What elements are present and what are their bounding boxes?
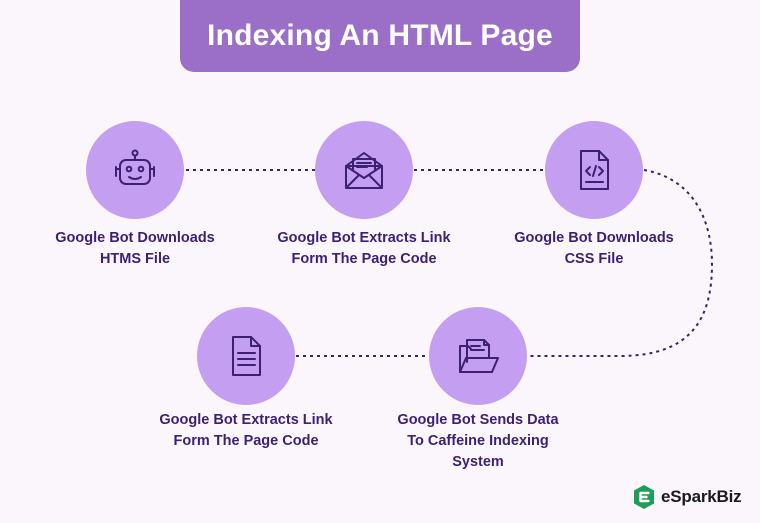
- code-file-icon: [580, 150, 609, 190]
- esparkbiz-logo-icon: [634, 485, 654, 509]
- document-icon: [232, 336, 261, 376]
- folder-icon: [459, 339, 499, 373]
- title-banner: Indexing An HTML Page: [180, 0, 580, 72]
- step-5-circle: [429, 307, 527, 405]
- step-1-label: Google Bot Downloads HTMS File: [25, 228, 245, 270]
- step-3-label: Google Bot Downloads CSS File: [484, 228, 704, 270]
- step-5-label-line2: To Caffeine Indexing: [407, 433, 549, 449]
- step-2-label-line1: Google Bot Extracts Link: [277, 230, 451, 246]
- step-5-label-line3: System: [452, 454, 504, 470]
- step-2-circle: [315, 121, 413, 219]
- step-5-label-line1: Google Bot Sends Data: [397, 412, 559, 428]
- step-2-label-line2: Form The Page Code: [291, 251, 437, 267]
- envelope-icon: [345, 152, 383, 189]
- step-1-circle: [86, 121, 184, 219]
- step-5-label: Google Bot Sends Data To Caffeine Indexi…: [368, 410, 588, 473]
- step-4-label-line2: Form The Page Code: [173, 433, 319, 449]
- step-4-label: Google Bot Extracts Link Form The Page C…: [136, 410, 356, 452]
- esparkbiz-logo: eSparkBiz: [632, 484, 742, 510]
- step-3-label-line1: Google Bot Downloads: [514, 230, 674, 246]
- step-1-label-line1: Google Bot Downloads: [55, 230, 215, 246]
- step-3-label-line2: CSS File: [564, 251, 624, 267]
- step-2-label: Google Bot Extracts Link Form The Page C…: [254, 228, 474, 270]
- step-1-label-line2: HTMS File: [99, 251, 171, 267]
- robot-icon: [115, 149, 155, 185]
- step-4-label-line1: Google Bot Extracts Link: [159, 412, 333, 428]
- connector-3-5: [528, 169, 714, 357]
- step-3-circle: [545, 121, 643, 219]
- step-4-circle: [197, 307, 295, 405]
- page-title: Indexing An HTML Page: [207, 19, 553, 52]
- logo-text: eSparkBiz: [661, 487, 742, 506]
